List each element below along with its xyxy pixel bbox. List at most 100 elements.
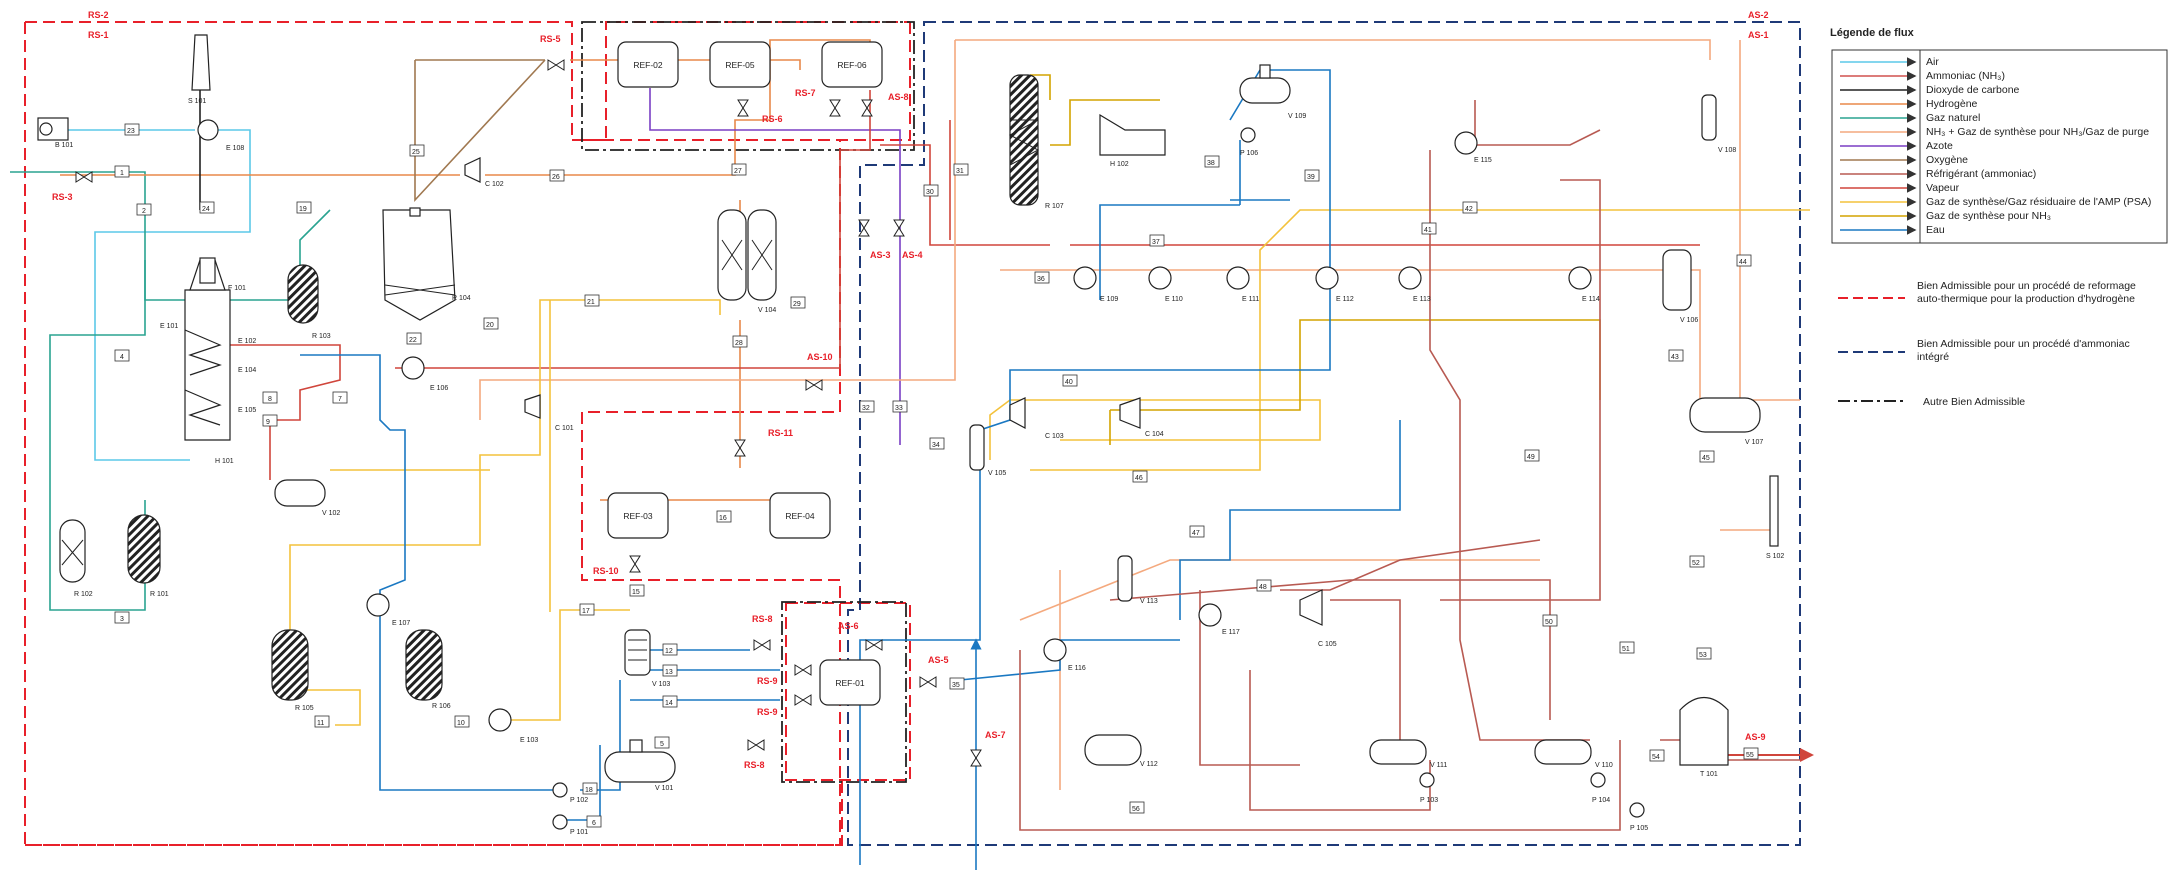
legend-item: Dioxyde de carbone (1926, 84, 2020, 96)
valve-label-as6: AS-6 (838, 621, 859, 631)
legend-item: Eau (1926, 224, 1945, 236)
equip-label: V 107 (1745, 439, 1763, 446)
valve-label-as5: AS-5 (928, 655, 949, 665)
stream-tag: 42 (1462, 201, 1478, 214)
equip-label: E 103 (520, 737, 538, 744)
stream-tag: 47 (1189, 525, 1205, 538)
equip-label: V 109 (1288, 113, 1306, 120)
stream-tag: 29 (790, 296, 806, 309)
svg-text:14: 14 (665, 700, 673, 707)
stream-tag: 1 (114, 165, 130, 178)
valve-label-rs6: RS-6 (762, 114, 783, 124)
equip-label: E 104 (238, 367, 256, 374)
equip-label: P 105 (1630, 825, 1648, 832)
stream-tag: 46 (1132, 470, 1148, 483)
svg-text:37: 37 (1152, 239, 1160, 246)
equip-label: R 107 (1045, 203, 1064, 210)
svg-text:3: 3 (120, 616, 124, 623)
svg-text:54: 54 (1652, 754, 1660, 761)
equip-label: R 101 (150, 591, 169, 598)
stream-tag: 32 (859, 400, 875, 413)
legend-item: Gaz de synthèse/Gaz résiduaire de l'AMP … (1926, 196, 2151, 208)
equip-label: V 105 (988, 470, 1006, 477)
svg-text:32: 32 (862, 405, 870, 412)
svg-text:55: 55 (1746, 752, 1754, 759)
stream-tag: 53 (1696, 647, 1712, 660)
ref-03-label: REF-03 (623, 511, 653, 521)
valve-label-as8: AS-8 (888, 92, 909, 102)
svg-text:27: 27 (734, 168, 742, 175)
valve-label-rs3: RS-3 (52, 192, 73, 202)
equip-label: C 103 (1045, 433, 1064, 440)
equip-label: E 115 (1474, 157, 1492, 164)
stream-tag: 34 (929, 437, 945, 450)
stream-tag: 15 (629, 584, 645, 597)
svg-text:33: 33 (895, 405, 903, 412)
equip-label: R 105 (295, 705, 314, 712)
legend-item: Oxygène (1926, 154, 1968, 166)
svg-text:2: 2 (142, 208, 146, 215)
valve-label-as3: AS-3 (870, 250, 891, 260)
equip-label: H 102 (1110, 161, 1129, 168)
stream-tag: 2 (136, 203, 152, 216)
svg-text:4: 4 (120, 354, 124, 361)
ref-unit-labels: REF-02 REF-05 REF-06 REF-03 REF-04 REF-0… (623, 60, 867, 688)
stream-tag: 28 (732, 335, 748, 348)
svg-text:6: 6 (592, 820, 596, 827)
legend-item: Vapeur (1926, 182, 1960, 194)
svg-text:11: 11 (317, 720, 324, 727)
stream-tag: 13 (662, 664, 678, 677)
equip-label: R 102 (74, 591, 93, 598)
stream-tag: 5 (654, 736, 670, 749)
equip-label: E 107 (392, 620, 410, 627)
equip-label: V 101 (655, 785, 673, 792)
svg-text:40: 40 (1065, 379, 1073, 386)
legend-item: Gaz de synthèse pour NH₃ (1926, 210, 2051, 222)
stream-tag: 10 (454, 715, 470, 728)
legend-title: Légende de flux (1830, 27, 1915, 39)
stream-tag: 9 (262, 414, 278, 427)
svg-text:18: 18 (585, 787, 593, 794)
equip-label: F 101 (228, 285, 246, 292)
stream-tag: 40 (1062, 374, 1078, 387)
svg-text:22: 22 (409, 337, 417, 344)
svg-text:36: 36 (1037, 276, 1045, 283)
svg-text:35: 35 (952, 682, 960, 689)
equip-label: S 102 (1766, 553, 1784, 560)
svg-text:7: 7 (338, 396, 342, 403)
valve-label-as9: AS-9 (1745, 732, 1766, 742)
legend-boundary-1: Bien Admissible pour un procédé de refor… (1917, 280, 2136, 305)
svg-text:48: 48 (1259, 584, 1267, 591)
equip-label: E 114 (1582, 296, 1600, 303)
svg-text:56: 56 (1132, 806, 1140, 813)
equip-label: R 103 (312, 333, 331, 340)
stream-tag: 33 (892, 400, 908, 413)
equip-label: R 104 (452, 295, 471, 302)
equip-label: P 106 (1240, 150, 1258, 157)
svg-text:20: 20 (486, 322, 494, 329)
legend-item: Gaz naturel (1926, 112, 1980, 124)
equip-label: E 110 (1165, 296, 1183, 303)
equip-label: E 113 (1413, 296, 1431, 303)
svg-text:17: 17 (582, 608, 590, 615)
svg-text:15: 15 (632, 589, 640, 596)
svg-text:1: 1 (120, 170, 124, 177)
svg-text:41: 41 (1424, 227, 1432, 234)
equip-label: E 112 (1336, 296, 1354, 303)
ref-02-label: REF-02 (633, 60, 663, 70)
equip-label: E 117 (1222, 629, 1240, 636)
valve-label-rs8-bottom: RS-8 (744, 760, 765, 770)
equip-label: E 111 (1242, 296, 1259, 303)
equip-label: P 104 (1592, 797, 1610, 804)
stream-tag: 20 (483, 317, 499, 330)
svg-text:50: 50 (1545, 619, 1553, 626)
stream-tag: 55 (1743, 747, 1759, 760)
stream-tag: 36 (1034, 271, 1050, 284)
stream-tag: 27 (731, 163, 747, 176)
svg-text:19: 19 (299, 206, 307, 213)
svg-text:10: 10 (457, 720, 465, 727)
legend-item: Ammoniac (NH₃) (1926, 70, 2005, 82)
svg-text:46: 46 (1135, 475, 1143, 482)
valve-label-rs10: RS-10 (593, 566, 619, 576)
